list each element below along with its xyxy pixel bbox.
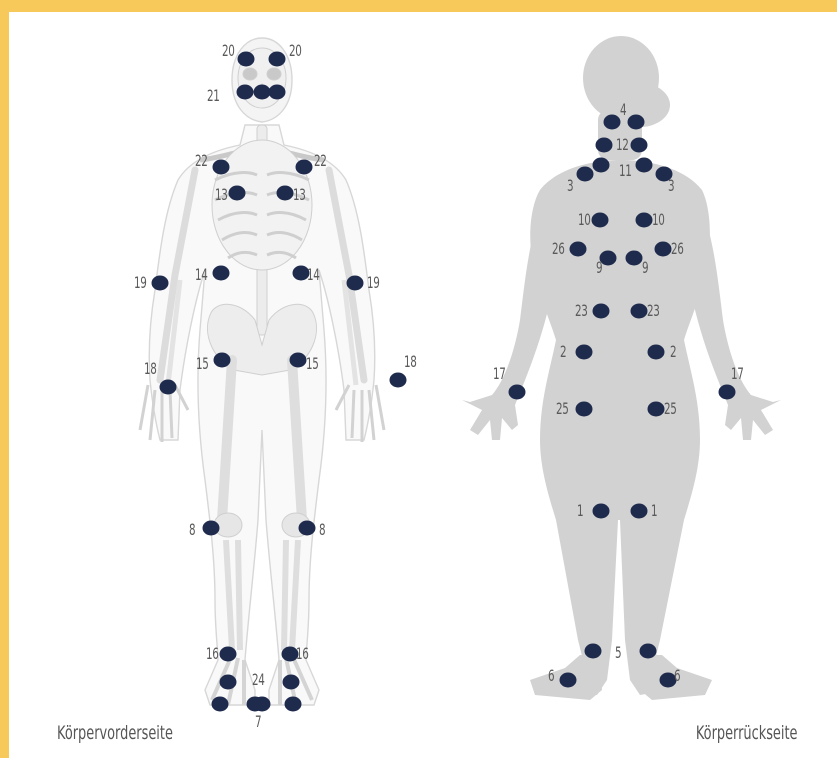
front-point-label: 22 <box>314 151 326 170</box>
front-point-dot <box>296 160 313 175</box>
back-point-dot <box>628 115 645 130</box>
back-point-dot <box>593 158 610 173</box>
front-point-dot <box>254 85 271 100</box>
back-point-label: 1 <box>577 501 583 520</box>
back-point-label: 6 <box>674 666 680 685</box>
back-point-dot <box>576 402 593 417</box>
front-point-dot <box>237 85 254 100</box>
back-point-dot <box>626 251 643 266</box>
front-point-dot <box>160 380 177 395</box>
back-point-dot <box>636 213 653 228</box>
front-point-label: 19 <box>134 273 146 292</box>
back-point-dot <box>655 242 672 257</box>
back-point-label: 23 <box>647 301 659 320</box>
back-point-label: 26 <box>671 239 683 258</box>
front-point-label: 14 <box>195 265 207 284</box>
back-point-label: 5 <box>615 643 621 662</box>
front-point-dot <box>238 52 255 67</box>
front-point-dot <box>229 186 246 201</box>
front-point-label: 20 <box>289 41 301 60</box>
front-point-label: 8 <box>319 520 325 539</box>
front-point-dot <box>277 186 294 201</box>
back-point-dot <box>596 138 613 153</box>
back-point-dot <box>631 504 648 519</box>
back-caption: Körperrückseite <box>695 722 797 744</box>
back-point-dot <box>640 644 657 659</box>
back-point-label: 3 <box>668 176 674 195</box>
back-point-dot <box>604 115 621 130</box>
front-point-label: 13 <box>293 185 305 204</box>
back-point-label: 12 <box>616 135 628 154</box>
front-point-label: 15 <box>306 354 318 373</box>
back-point-label: 3 <box>567 176 573 195</box>
front-point-dot <box>203 521 220 536</box>
back-point-dot <box>593 504 610 519</box>
back-point-label: 17 <box>731 364 743 383</box>
front-point-label: 13 <box>215 185 227 204</box>
front-point-dot <box>283 675 300 690</box>
front-caption: Körpervorderseite <box>57 722 173 744</box>
back-point-label: 26 <box>552 239 564 258</box>
front-point-label: 24 <box>252 670 264 689</box>
front-point-label: 18 <box>144 359 156 378</box>
front-point-dot <box>212 697 229 712</box>
front-point-label: 15 <box>196 354 208 373</box>
front-point-dot <box>290 353 307 368</box>
back-point-label: 11 <box>619 161 631 180</box>
back-point-dot <box>631 304 648 319</box>
back-point-dot <box>560 673 577 688</box>
front-point-dot <box>220 675 237 690</box>
back-point-dot <box>570 242 587 257</box>
back-point-label: 4 <box>620 100 626 119</box>
back-point-label: 9 <box>596 258 602 277</box>
back-point-dot <box>576 345 593 360</box>
front-point-dot <box>214 353 231 368</box>
back-point-label: 25 <box>556 399 568 418</box>
back-point-dot <box>585 644 602 659</box>
front-point-dot <box>269 85 286 100</box>
back-point-dot <box>577 167 594 182</box>
back-point-label: 1 <box>651 501 657 520</box>
front-point-label: 16 <box>296 644 308 663</box>
back-point-dot <box>593 304 610 319</box>
back-point-dot <box>592 213 609 228</box>
front-point-dot <box>285 697 302 712</box>
back-point-label: 6 <box>548 666 554 685</box>
front-point-label: 7 <box>255 712 261 731</box>
back-point-label: 23 <box>575 301 587 320</box>
front-point-label: 8 <box>189 520 195 539</box>
back-point-dot <box>648 402 665 417</box>
front-point-dot <box>347 276 364 291</box>
back-point-dot <box>636 158 653 173</box>
front-point-dot <box>213 266 230 281</box>
front-point-label: 22 <box>195 151 207 170</box>
back-point-label: 25 <box>664 399 676 418</box>
front-point-label: 18 <box>404 352 416 371</box>
front-point-label: 20 <box>222 41 234 60</box>
back-point-label: 2 <box>560 342 566 361</box>
back-point-label: 9 <box>642 258 648 277</box>
back-point-label: 2 <box>670 342 676 361</box>
back-point-dot <box>648 345 665 360</box>
back-point-label: 17 <box>493 364 505 383</box>
front-point-dot <box>269 52 286 67</box>
front-point-dot <box>213 160 230 175</box>
back-point-dot <box>509 385 526 400</box>
front-point-label: 14 <box>307 265 319 284</box>
front-point-dot <box>254 697 271 712</box>
front-point-dot <box>220 647 237 662</box>
back-point-label: 10 <box>578 210 590 229</box>
front-point-dot <box>152 276 169 291</box>
back-point-label: 10 <box>652 210 664 229</box>
front-point-label: 19 <box>367 273 379 292</box>
front-point-label: 21 <box>207 86 219 105</box>
front-point-dot <box>390 373 407 388</box>
back-point-dot <box>631 138 648 153</box>
front-point-dot <box>299 521 316 536</box>
back-point-dot <box>719 385 736 400</box>
front-point-label: 16 <box>206 644 218 663</box>
